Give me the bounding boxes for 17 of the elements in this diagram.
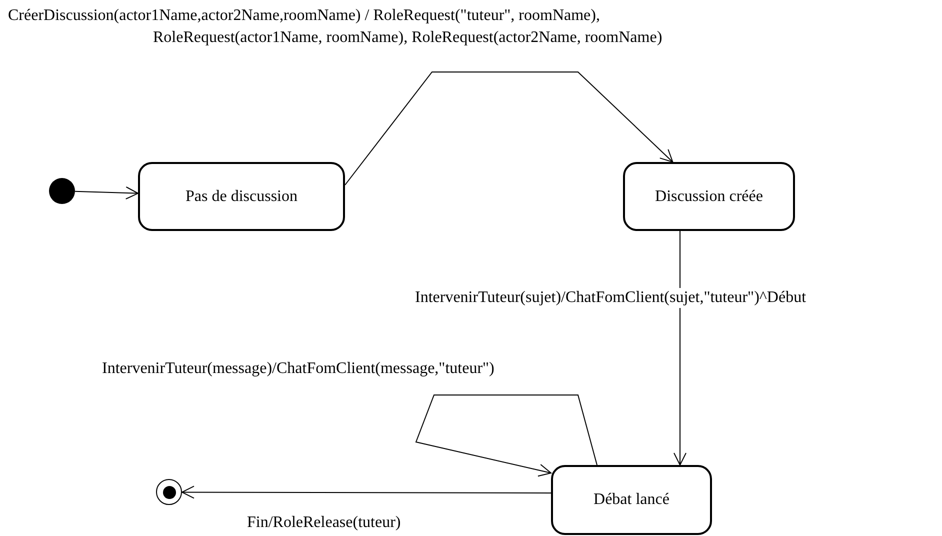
state-name: Débat lancé bbox=[594, 490, 670, 510]
transition-label: IntervenirTuteur(message)/ChatFomClient(message,"tuteur") bbox=[102, 359, 494, 379]
final-state bbox=[156, 479, 182, 505]
transition-arrow bbox=[344, 72, 674, 186]
transition-arrow bbox=[182, 486, 552, 499]
transition-arrow bbox=[674, 230, 686, 466]
state-box bbox=[138, 162, 345, 231]
transition-label: CréerDiscussion(actor1Name,actor2Name,roomName) / RoleRequest("tuteur", roomName), RoleRequest(actor1Name, roomName), RoleRequest(actor2Name, roomName) bbox=[8, 6, 664, 48]
self-transition-arrow bbox=[415, 394, 598, 477]
state-box bbox=[551, 465, 712, 535]
initial-state bbox=[49, 178, 75, 204]
state-name: Discussion créée bbox=[655, 186, 763, 206]
state-name: Pas de discussion bbox=[186, 186, 298, 206]
transition-label: Fin/RoleRelease(tuteur) bbox=[247, 513, 401, 533]
transition-arrow bbox=[74, 186, 138, 200]
state-box bbox=[623, 162, 795, 231]
transition-label: IntervenirTuteur(sujet)/ChatFomClient(sujet,"tuteur")^Début bbox=[415, 288, 806, 308]
